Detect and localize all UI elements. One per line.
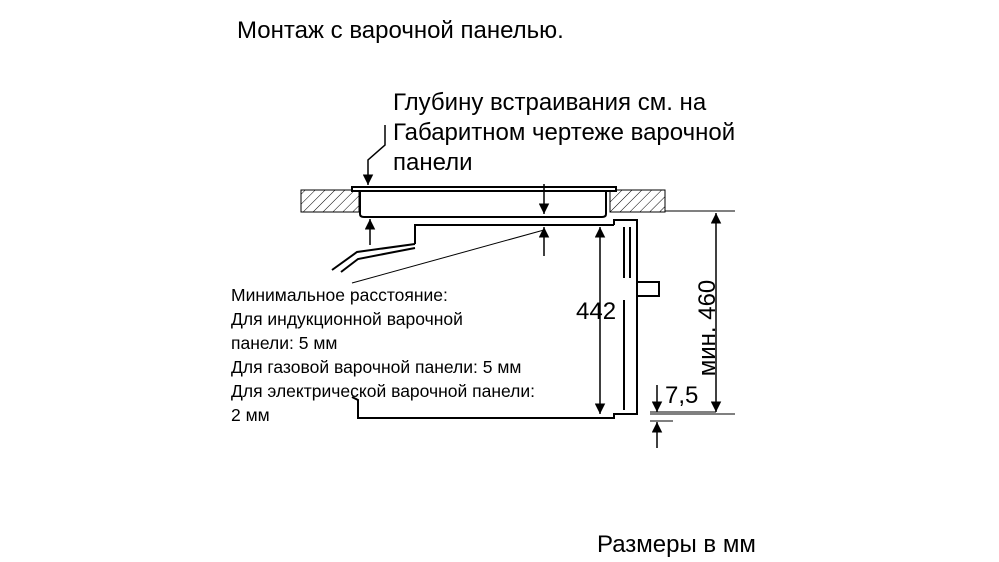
min-note-line: 2 мм <box>231 405 270 425</box>
dimension-label-7-5: 7,5 <box>665 382 699 409</box>
worktop <box>300 189 666 213</box>
depth-note-line: Габаритном чертеже варочной <box>393 119 736 146</box>
page-title: Монтаж с варочной панелью. <box>237 17 564 44</box>
min-note-line: Для газовой варочной панели: 5 мм <box>231 357 522 377</box>
depth-note-line: Глубину встраивания см. на <box>393 89 707 116</box>
min-note-line: Для индукционной варочной <box>231 309 463 329</box>
hob-rim <box>351 186 617 192</box>
appliance-door <box>351 219 638 419</box>
dimension-460 <box>650 210 735 415</box>
hob-body <box>359 191 607 218</box>
min-note-line: Для электрической варочной панели: <box>231 381 536 401</box>
units-note: Размеры в мм <box>597 531 756 558</box>
depth-note: Глубину встраивания см. на Габаритном че… <box>393 88 735 178</box>
min-distance-arrows <box>351 184 550 284</box>
appliance-top <box>414 224 614 244</box>
appliance-handle <box>636 281 660 297</box>
hob <box>351 186 617 218</box>
worktop-left <box>300 189 360 213</box>
appliance-slope-shadow <box>340 247 416 273</box>
min-distance-note: Минимальное расстояние: Для индукционной… <box>231 283 535 427</box>
min-note-line: Минимальное расстояние: <box>231 285 448 305</box>
depth-note-leader <box>362 125 386 185</box>
min-note-line: панели: 5 мм <box>231 333 338 353</box>
worktop-right <box>609 189 666 213</box>
depth-note-line: панели <box>393 149 473 176</box>
appliance-slope <box>331 243 416 271</box>
appliance <box>331 219 660 419</box>
dimension-label-460: мин. 460 <box>694 279 721 377</box>
appliance-door-inner <box>623 227 631 278</box>
dimension-label-442: 442 <box>576 298 617 325</box>
dimension-7-5 <box>650 385 716 448</box>
